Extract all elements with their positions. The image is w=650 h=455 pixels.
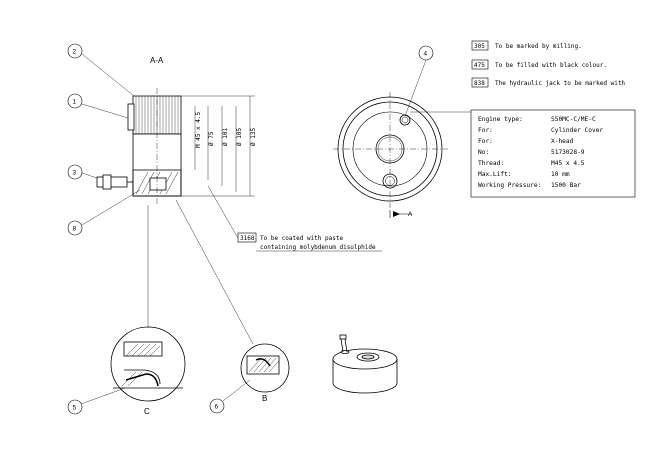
- dim-d101: Ø 101: [222, 128, 229, 146]
- detail-view-c: [110, 205, 186, 402]
- coating-line-2: containing molybdenum disulphide: [260, 244, 376, 251]
- table-label: For:: [478, 138, 493, 145]
- balloon-number: 6: [215, 404, 219, 411]
- table-value: M45 x 4.5: [551, 160, 585, 167]
- balloon-number: 8: [73, 226, 77, 233]
- section-marker: A: [408, 211, 413, 218]
- table-value: 10 mm: [551, 171, 570, 178]
- coating-line-1: To be coated with paste: [260, 235, 343, 242]
- coating-code: 3168: [240, 235, 255, 242]
- table-value: 5173028-9: [551, 149, 585, 156]
- dim-d105: Ø 105: [236, 128, 243, 146]
- balloon-number: 5: [73, 405, 77, 412]
- balloon-3: 3: [67, 164, 98, 180]
- note-code: 305: [474, 43, 485, 50]
- balloon-5: 5: [67, 387, 126, 415]
- balloon-1: 1: [67, 93, 129, 119]
- note-code: 838: [474, 80, 485, 87]
- marking-table: Engine type: S50MC-C/ME-C For: Cylinder …: [470, 109, 636, 198]
- note-code: 475: [474, 62, 485, 69]
- table-value: S50MC-C/ME-C: [551, 116, 596, 123]
- table-label: For:: [478, 127, 493, 134]
- note-text: To be marked by milling.: [495, 43, 582, 50]
- balloon-6: 6: [209, 379, 251, 414]
- balloons: 2 1 3 8 4 5 6: [67, 43, 434, 415]
- table-label: Working Pressure:: [478, 182, 541, 189]
- note-text: The hydraulic jack to be marked with: [495, 80, 625, 87]
- coating-note: 3168 To be coated with paste containing …: [207, 185, 382, 252]
- table-label: Max.Lift:: [478, 171, 512, 178]
- dim-thread: M 45 x 4.5: [195, 111, 202, 148]
- dim-d135: Ø 135: [250, 128, 257, 146]
- notes: 305 To be marked by milling. 475 To be f…: [471, 40, 625, 88]
- table-label: Thread:: [478, 160, 504, 167]
- section-view: [96, 88, 255, 204]
- table-value: X-head: [551, 138, 574, 145]
- detail-view-b: [175, 199, 290, 393]
- note-text: To be filled with black colour.: [495, 62, 607, 69]
- balloon-8: 8: [67, 189, 141, 236]
- balloon-number: 2: [73, 49, 77, 56]
- table-label: No:: [478, 149, 489, 156]
- detail-label-c: C: [144, 407, 150, 416]
- table-value: Cylinder Cover: [551, 127, 603, 134]
- balloon-4: 4: [404, 45, 434, 117]
- section-title: A-A: [150, 56, 164, 65]
- table-value: 1500 Bar: [551, 182, 581, 189]
- isometric-jack: [332, 334, 398, 394]
- detail-label-b: B: [262, 394, 267, 403]
- balloon-number: 4: [424, 51, 428, 58]
- balloon-2: 2: [67, 43, 135, 97]
- dim-d75: Ø 75: [208, 131, 215, 146]
- balloon-number: 1: [73, 99, 77, 106]
- balloon-number: 3: [73, 170, 77, 177]
- front-view: [333, 92, 448, 218]
- table-label: Engine type:: [478, 116, 523, 123]
